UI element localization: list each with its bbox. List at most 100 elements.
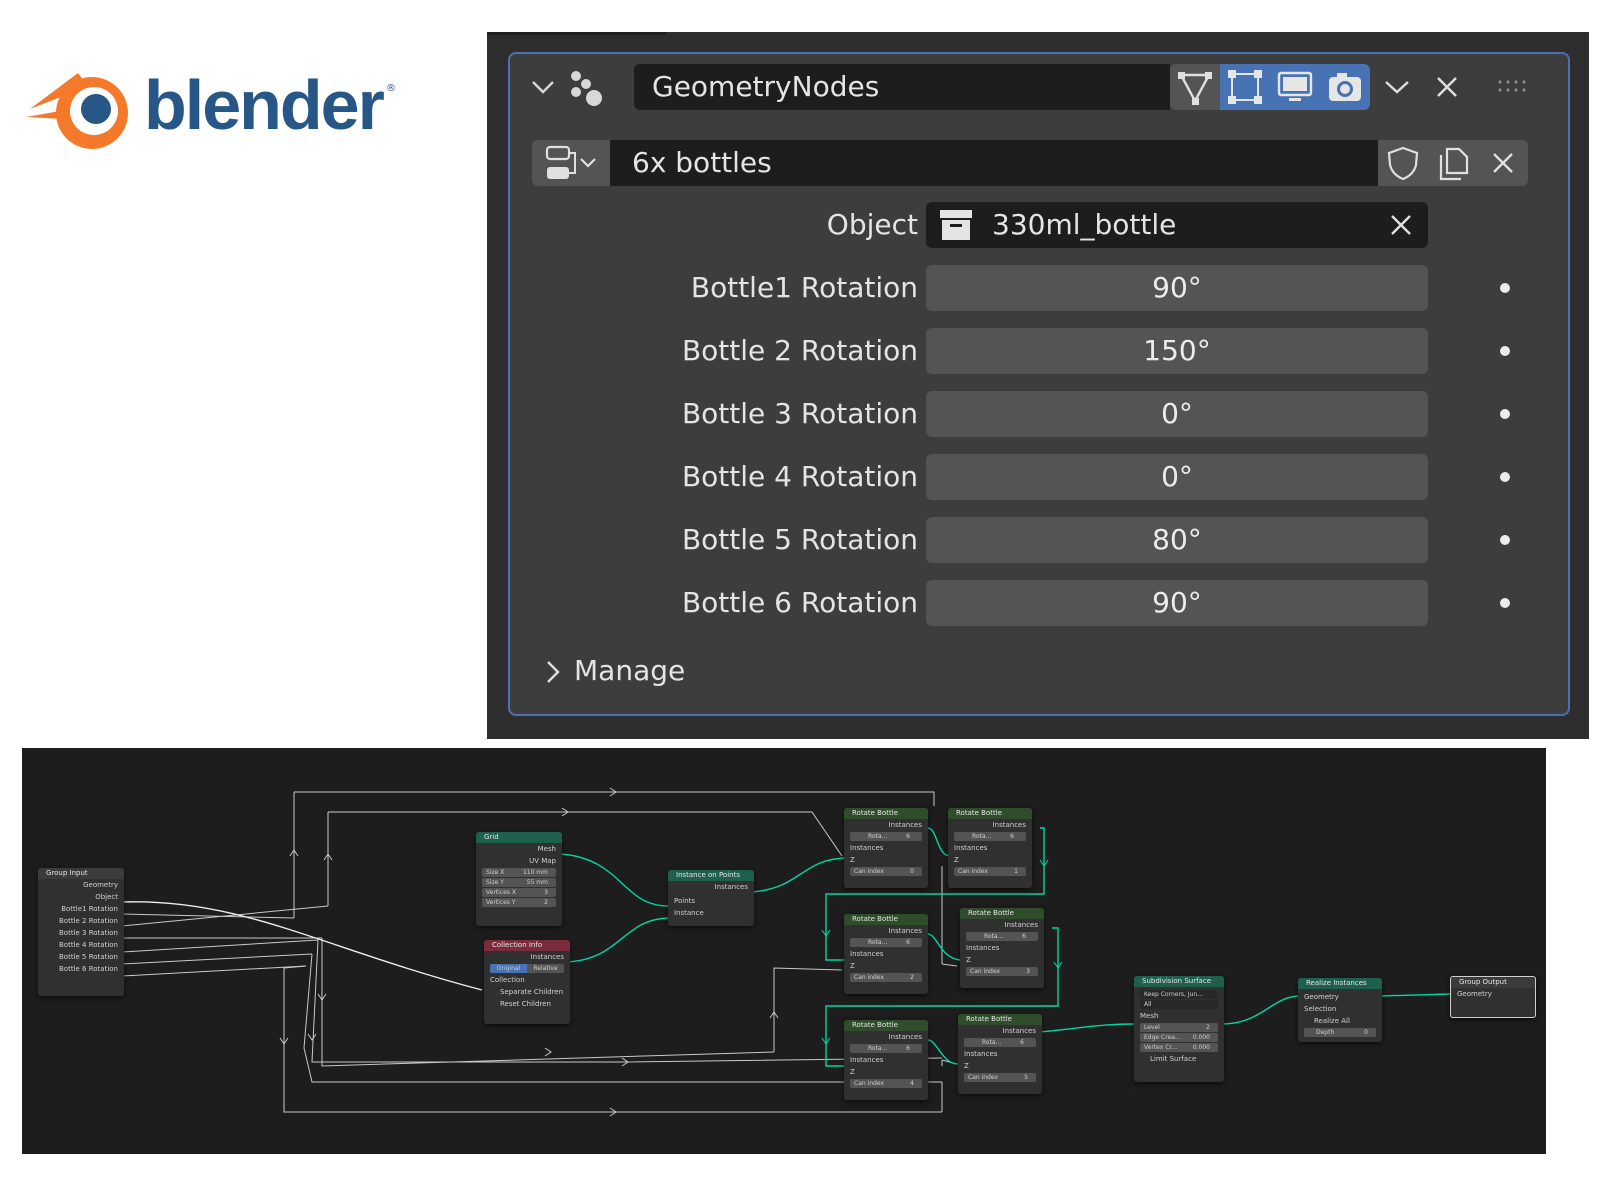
manage-subpanel-header[interactable]: Manage bbox=[546, 648, 685, 694]
subdivision-mesh-input[interactable]: Mesh bbox=[1140, 1012, 1159, 1020]
rotate-bottle-group-selector[interactable]: Rota...6 bbox=[966, 932, 1038, 941]
boundary-smooth-dropdown[interactable]: All bbox=[1140, 1000, 1218, 1009]
group-output-geometry-input[interactable]: Geometry bbox=[1457, 990, 1492, 998]
cage-toggle[interactable] bbox=[1220, 64, 1270, 110]
realtime-viewport-toggle[interactable] bbox=[1270, 64, 1320, 110]
rotate-bottle-instances-input[interactable]: Instances bbox=[850, 950, 884, 958]
group-input-socket[interactable]: Bottle 3 Rotation bbox=[58, 929, 118, 937]
relative-option[interactable]: Relative bbox=[527, 964, 564, 973]
transform-space-toggle[interactable]: Original Relative bbox=[490, 964, 564, 973]
unlink-node-group-button[interactable] bbox=[1478, 140, 1528, 186]
instance-on-points-output[interactable]: Instances bbox=[714, 883, 748, 891]
keyframe-dot-icon[interactable] bbox=[1500, 346, 1510, 356]
fake-user-button[interactable] bbox=[1378, 140, 1428, 186]
group-input-socket[interactable]: Object bbox=[95, 893, 118, 901]
rotate-bottle-instances-input[interactable]: Instances bbox=[954, 844, 988, 852]
rotation-field-3[interactable]: 0° bbox=[926, 391, 1428, 437]
rotate-bottle-z-input[interactable]: Z bbox=[850, 1068, 855, 1076]
realize-selection-input[interactable]: Selection bbox=[1304, 1005, 1337, 1013]
uv-smooth-dropdown[interactable]: Keep Corners, Jun... bbox=[1140, 990, 1218, 999]
keyframe-dot-icon[interactable] bbox=[1500, 535, 1510, 545]
modifier-name-field[interactable]: GeometryNodes bbox=[634, 64, 1170, 110]
original-option[interactable]: Original bbox=[490, 964, 527, 973]
group-input-socket[interactable]: Bottle 4 Rotation bbox=[58, 941, 118, 949]
instance-input-socket[interactable]: Instance bbox=[674, 909, 704, 917]
collection-info-node[interactable]: Collection Info Instances Original Relat… bbox=[484, 940, 570, 1024]
rotation-field-2[interactable]: 150° bbox=[926, 328, 1428, 374]
realize-instances-node[interactable]: Realize Instances Geometry Selection Rea… bbox=[1298, 978, 1382, 1042]
rotate-bottle-node-3[interactable]: Rotate Bottle Instances Rota...6 Instanc… bbox=[844, 914, 928, 994]
rotate-bottle-z-input[interactable]: Z bbox=[850, 856, 855, 864]
subdivision-surface-node[interactable]: Subdivision Surface Keep Corners, Jun...… bbox=[1134, 976, 1224, 1082]
rotate-bottle-instances-output[interactable]: Instances bbox=[992, 821, 1026, 829]
rotate-bottle-instances-input[interactable]: Instances bbox=[850, 1056, 884, 1064]
reset-children-checkbox[interactable]: Reset Children bbox=[500, 1000, 551, 1008]
collapse-chevron-down-icon[interactable] bbox=[528, 70, 558, 104]
rotate-bottle-group-selector[interactable]: Rota...6 bbox=[954, 832, 1026, 841]
drag-handle-icon[interactable] bbox=[1494, 74, 1530, 98]
rotate-bottle-instances-output[interactable]: Instances bbox=[1004, 921, 1038, 929]
group-input-socket[interactable]: Geometry bbox=[83, 881, 118, 889]
realize-all-checkbox[interactable]: Realize All bbox=[1314, 1017, 1350, 1025]
collection-input-socket[interactable]: Collection bbox=[490, 976, 525, 984]
edit-mode-toggle[interactable] bbox=[1170, 64, 1220, 110]
separate-children-checkbox[interactable]: Separate Children bbox=[500, 988, 564, 996]
keyframe-dot-icon[interactable] bbox=[1500, 598, 1510, 608]
clear-object-close-icon[interactable] bbox=[1390, 214, 1412, 236]
rotate-bottle-z-input[interactable]: Z bbox=[954, 856, 959, 864]
group-output-node[interactable]: Group Output Geometry bbox=[1450, 976, 1536, 1018]
rotate-bottle-z-input[interactable]: Z bbox=[964, 1062, 969, 1070]
group-input-socket[interactable]: Bottle1 Rotation bbox=[61, 905, 118, 913]
render-toggle[interactable] bbox=[1320, 64, 1370, 110]
node-editor-canvas[interactable]: Group Input Geometry Object Bottle1 Rota… bbox=[22, 748, 1546, 1154]
rotate-bottle-group-selector[interactable]: Rota...6 bbox=[850, 938, 922, 947]
node-group-browse-button[interactable] bbox=[532, 140, 610, 186]
rotate-bottle-instances-input[interactable]: Instances bbox=[850, 844, 884, 852]
rotate-bottle-node-6[interactable]: Rotate Bottle Instances Rota...6 Instanc… bbox=[958, 1014, 1042, 1094]
group-input-node[interactable]: Group Input Geometry Object Bottle1 Rota… bbox=[38, 868, 124, 996]
rotation-field-4[interactable]: 0° bbox=[926, 454, 1428, 500]
remove-modifier-close-icon[interactable] bbox=[1430, 70, 1464, 104]
instance-on-points-node[interactable]: Instance on Points Instances Points Inst… bbox=[668, 870, 754, 926]
rotate-bottle-instances-output[interactable]: Instances bbox=[888, 927, 922, 935]
rotate-bottle-group-selector[interactable]: Rota...6 bbox=[964, 1038, 1036, 1047]
edge-crease-field[interactable]: Edge Crea...0.000 bbox=[1140, 1033, 1218, 1042]
rotate-bottle-instances-input[interactable]: Instances bbox=[966, 944, 1000, 952]
vertex-crease-field[interactable]: Vertex Cr...0.000 bbox=[1140, 1043, 1218, 1052]
rotate-bottle-instances-output[interactable]: Instances bbox=[888, 821, 922, 829]
rotate-bottle-node-1[interactable]: Rotate Bottle Instances Rota...6 Instanc… bbox=[844, 808, 928, 888]
grid-mesh-output[interactable]: Mesh bbox=[537, 845, 556, 853]
limit-surface-checkbox[interactable]: Limit Surface bbox=[1150, 1055, 1197, 1063]
points-input-socket[interactable]: Points bbox=[674, 897, 696, 905]
node-group-name-field[interactable]: 6x bottles bbox=[610, 140, 1378, 186]
grid-uvmap-output[interactable]: UV Map bbox=[529, 857, 556, 865]
rotate-bottle-z-input[interactable]: Z bbox=[850, 962, 855, 970]
keyframe-dot-icon[interactable] bbox=[1500, 472, 1510, 482]
rotate-bottle-instances-output[interactable]: Instances bbox=[888, 1033, 922, 1041]
rotate-bottle-group-selector[interactable]: Rota...6 bbox=[850, 832, 922, 841]
keyframe-dot-icon[interactable] bbox=[1500, 409, 1510, 419]
keyframe-dot-icon[interactable] bbox=[1500, 283, 1510, 293]
object-field[interactable]: 330ml_bottle bbox=[926, 202, 1428, 248]
rotation-field-1[interactable]: 90° bbox=[926, 265, 1428, 311]
rotate-bottle-node-5[interactable]: Rotate Bottle Instances Rota...6 Instanc… bbox=[844, 1020, 928, 1100]
rotate-bottle-group-selector[interactable]: Rota...6 bbox=[850, 1044, 922, 1053]
duplicate-node-group-button[interactable] bbox=[1428, 140, 1478, 186]
rotation-field-5[interactable]: 80° bbox=[926, 517, 1428, 563]
rotate-bottle-z-input[interactable]: Z bbox=[966, 956, 971, 964]
rotation-field-6[interactable]: 90° bbox=[926, 580, 1428, 626]
group-input-socket[interactable]: Bottle 5 Rotation bbox=[58, 953, 118, 961]
realize-geometry-input[interactable]: Geometry bbox=[1304, 993, 1339, 1001]
